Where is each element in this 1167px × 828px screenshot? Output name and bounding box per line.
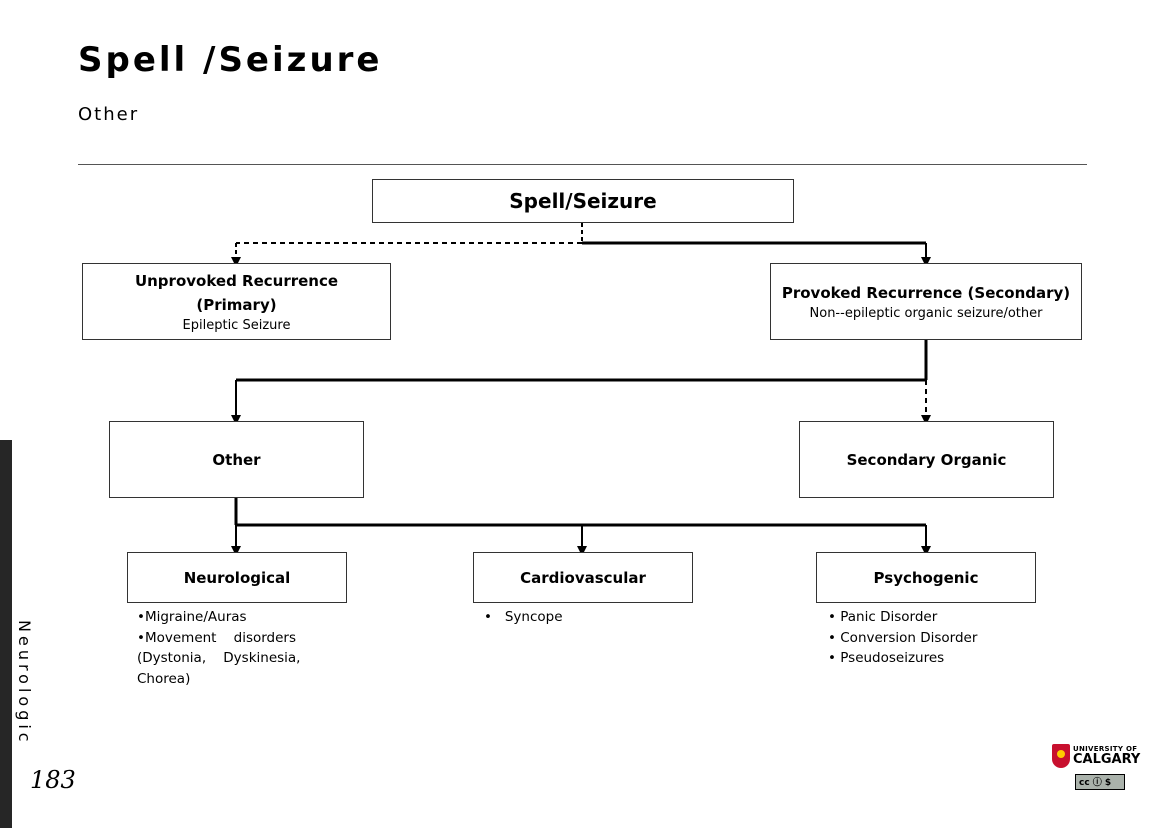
list-item: Chorea) (137, 670, 191, 687)
shield-icon (1052, 744, 1070, 768)
list-item: • Syncope (484, 609, 563, 625)
node-other-label: Other (212, 450, 261, 469)
node-psychogenic: Psychogenic (816, 552, 1036, 603)
list-item: • Conversion Disorder (828, 629, 978, 646)
node-provoked-recurrence: Provoked Recurrence (Secondary) Non--epi… (770, 263, 1082, 340)
sidebar-bar (0, 440, 12, 828)
node-neurological-label: Neurological (183, 568, 291, 587)
node-neurological: Neurological (127, 552, 347, 603)
list-item: • Panic Disorder (828, 609, 938, 625)
list-item: •Migraine/Auras (137, 609, 247, 625)
node-provoked-label: Provoked Recurrence (Secondary) (781, 283, 1071, 302)
node-secondary-organic-label: Secondary Organic (846, 450, 1007, 469)
node-cardiovascular: Cardiovascular (473, 552, 693, 603)
list-item: •Movement disorders (137, 629, 297, 646)
sidebar-section-label: Neurologic (15, 620, 64, 746)
logo-name-text: CALGARY (1073, 752, 1141, 767)
node-unprovoked-recurrence: Unprovoked Recurrence (Primary) Epilepti… (82, 263, 391, 340)
page-subtitle: Other (78, 104, 140, 125)
node-other: Other (109, 421, 364, 498)
node-unprovoked-sub: Epileptic Seizure (182, 317, 291, 333)
cardiovascular-list: • Syncope (484, 607, 664, 628)
header-divider (78, 164, 1087, 165)
node-unprovoked-label-1: Unprovoked Recurrence (134, 271, 339, 290)
node-provoked-sub: Non--epileptic organic seizure/other (809, 305, 1043, 321)
list-item: (Dystonia, Dyskinesia, (137, 650, 301, 666)
logo-top-text: UNIVERSITY OF (1073, 745, 1138, 753)
page-title: Spell /Seizure (78, 40, 383, 80)
university-logo: UNIVERSITY OF CALGARY cc ⓘ $ (1052, 744, 1142, 794)
list-item: • Pseudoseizures (828, 650, 945, 666)
node-secondary-organic: Secondary Organic (799, 421, 1054, 498)
node-psychogenic-label: Psychogenic (873, 568, 979, 587)
node-cardiovascular-label: Cardiovascular (520, 568, 646, 587)
neurological-list: •Migraine/Auras •Movement disorders (Dys… (137, 607, 317, 689)
node-unprovoked-label-2: (Primary) (196, 295, 277, 314)
page-number: 183 (30, 766, 76, 794)
sidebar-section-text: Neurologic (15, 620, 34, 746)
node-spell-seizure-label: Spell/Seizure (509, 189, 657, 213)
node-spell-seizure: Spell/Seizure (372, 179, 794, 223)
license-badge-icon: cc ⓘ $ (1075, 774, 1125, 790)
psychogenic-list: • Panic Disorder • Conversion Disorder •… (828, 607, 1028, 669)
